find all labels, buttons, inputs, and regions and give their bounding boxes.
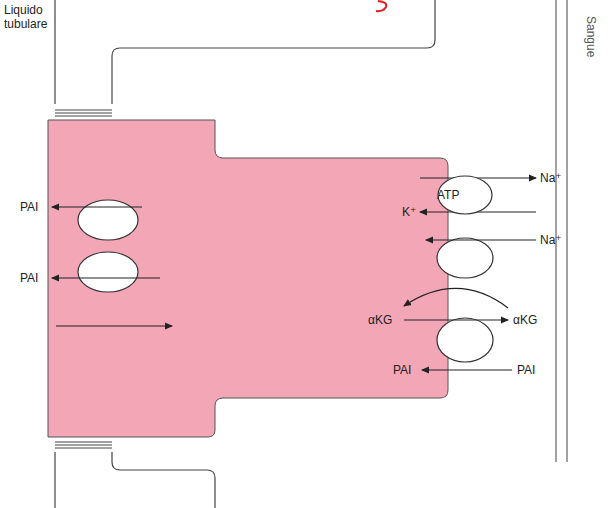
cell-outline	[54, 452, 55, 508]
cell-outline	[112, 452, 215, 508]
cell-outline	[54, 0, 55, 104]
region-label: Liquido tubulare	[4, 3, 66, 31]
solute-label: αKG	[513, 313, 537, 327]
transporter	[78, 252, 138, 292]
solute-label: PAI	[393, 363, 411, 377]
region-label: Sangue	[584, 16, 598, 57]
solute-label: Na⁺	[540, 171, 562, 185]
node-text: ATP	[437, 188, 459, 202]
atp-pump: ATP	[437, 175, 493, 215]
vessel-wall	[567, 0, 568, 462]
solute-label: PAI	[20, 271, 38, 285]
transporter	[437, 318, 493, 362]
solute-label: K⁺	[402, 205, 416, 219]
cell-outline	[112, 0, 435, 104]
vessel-wall	[556, 0, 557, 462]
solute-label: PAI	[517, 363, 535, 377]
solute-label: αKG	[368, 313, 392, 327]
transporter	[437, 238, 493, 278]
red-mark	[376, 1, 386, 11]
transporter	[78, 200, 138, 240]
solute-label: Na⁺	[540, 233, 562, 247]
solute-label: PAI	[20, 200, 38, 214]
tubular-cell	[48, 120, 448, 437]
